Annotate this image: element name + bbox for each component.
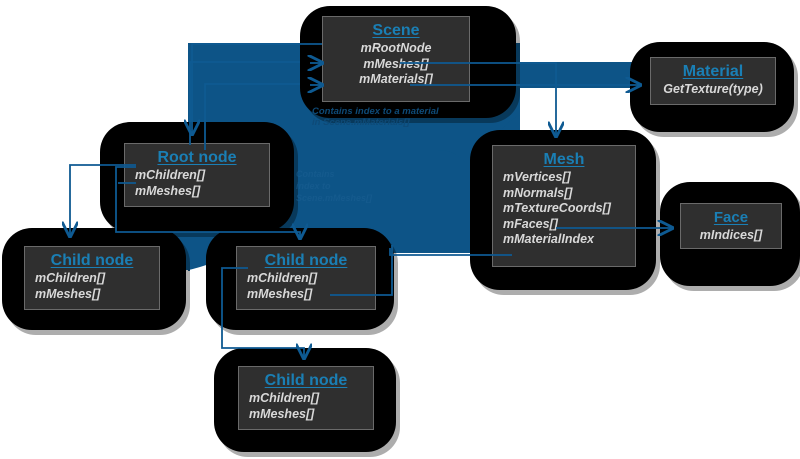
material-index-note: Contains index to a material in Scene.mM…: [312, 106, 439, 128]
node-child-node-left-title: Child node: [50, 252, 134, 269]
mesh-index-note-line3: Scene.mMeshes[]: [296, 193, 373, 203]
node-root-node-field-0: mChildren[]: [135, 168, 206, 182]
node-material-title: Material: [682, 63, 744, 80]
node-child-node-bottom-field-1: mMeshes[]: [249, 406, 315, 421]
node-root-node[interactable]: Root node mChildren[] mMeshes[]: [124, 143, 270, 207]
node-child-node-left-field-1: mMeshes[]: [35, 286, 101, 301]
material-index-note-line2: in Scene.mMaterials[]: [312, 117, 410, 128]
node-face-title: Face: [713, 209, 749, 226]
node-child-node-middle-field-1: mMeshes[]: [247, 286, 313, 301]
node-material[interactable]: Material GetTexture(type): [650, 57, 776, 105]
node-scene-field-1: mMeshes[]: [363, 56, 429, 71]
node-scene-field-0: mRootNode: [360, 41, 432, 55]
node-child-node-left-field-0: mChildren[]: [35, 271, 106, 285]
node-scene-title: Scene: [372, 22, 420, 39]
node-child-node-middle-field-0: mChildren[]: [247, 271, 318, 285]
node-mesh-field-1: mNormals[]: [503, 185, 573, 200]
node-face[interactable]: Face mIndices[]: [680, 203, 782, 249]
node-child-node-middle[interactable]: Child node mChildren[] mMeshes[]: [236, 246, 376, 310]
node-mesh-field-4: mMaterialIndex: [503, 232, 595, 246]
node-mesh[interactable]: Mesh mVertices[] mNormals[] mTextureCoor…: [492, 145, 636, 267]
mesh-index-note-line2: index to: [296, 181, 331, 191]
node-scene-field-2: mMaterials[]: [359, 72, 433, 86]
mesh-index-note: Contains index to Scene.mMeshes[]: [296, 168, 372, 204]
node-child-node-bottom-field-0: mChildren[]: [249, 391, 320, 405]
node-scene[interactable]: Scene mRootNode mMeshes[] mMaterials[]: [322, 16, 470, 102]
mesh-index-note-line1: Contains: [296, 169, 335, 179]
node-child-node-bottom[interactable]: Child node mChildren[] mMeshes[]: [238, 366, 374, 430]
node-face-field-0: mIndices[]: [699, 228, 763, 242]
node-root-node-title: Root node: [157, 149, 237, 166]
material-index-note-line1: Contains index to a material: [312, 106, 439, 117]
node-material-field-0: GetTexture(type): [663, 82, 763, 96]
node-root-node-field-1: mMeshes[]: [135, 183, 201, 198]
node-mesh-field-2: mTextureCoords[]: [503, 201, 611, 215]
node-child-node-bottom-title: Child node: [264, 372, 348, 389]
node-mesh-field-3: mFaces[]: [503, 216, 558, 231]
node-mesh-title: Mesh: [543, 151, 585, 168]
node-child-node-middle-title: Child node: [264, 252, 348, 269]
node-child-node-left[interactable]: Child node mChildren[] mMeshes[]: [24, 246, 160, 310]
node-mesh-field-0: mVertices[]: [503, 170, 571, 184]
